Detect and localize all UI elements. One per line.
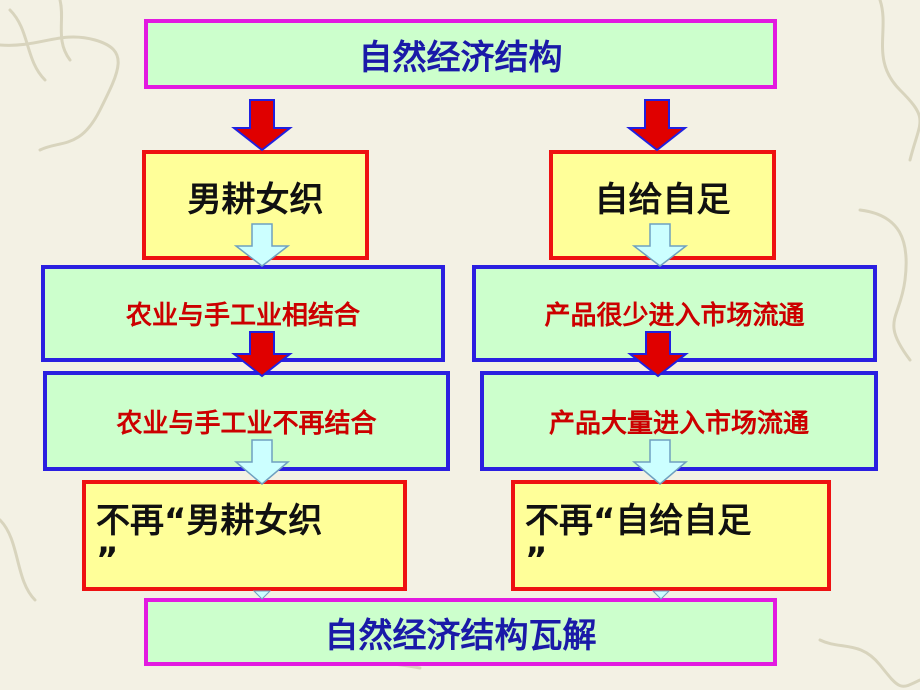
right-level1-label: 自给自足 xyxy=(594,180,731,220)
right-level4-box: 不再“自给自足 ” xyxy=(511,480,831,591)
right-level2-label: 产品很少进入市场流通 xyxy=(544,301,805,331)
left-level4-box: 不再“男耕女织 ” xyxy=(82,480,407,591)
bottom-box-label: 自然经济结构瓦解 xyxy=(324,615,597,656)
top-box: 自然经济结构 xyxy=(144,19,777,89)
left-level1-label: 男耕女织 xyxy=(187,180,324,220)
right-level1-box: 自给自足 xyxy=(549,150,776,260)
right-level4-line1: 不再“自给自足 xyxy=(525,501,752,541)
left-level4-line2: ” xyxy=(96,540,119,580)
left-level2-label: 农业与手工业相结合 xyxy=(125,301,360,331)
left-level2-box: 农业与手工业相结合 xyxy=(41,265,445,362)
bottom-box: 自然经济结构瓦解 xyxy=(144,598,777,666)
right-level3-box: 产品大量进入市场流通 xyxy=(480,371,878,471)
right-level3-label: 产品大量进入市场流通 xyxy=(548,408,809,439)
left-level3-label: 农业与手工业不再结合 xyxy=(116,408,377,439)
top-box-label: 自然经济结构 xyxy=(358,37,563,78)
left-level4-line1: 不再“男耕女织 xyxy=(96,501,323,541)
left-level1-box: 男耕女织 xyxy=(142,150,369,260)
right-level4-line2: ” xyxy=(525,540,548,580)
left-level3-box: 农业与手工业不再结合 xyxy=(43,371,450,471)
right-level2-box: 产品很少进入市场流通 xyxy=(472,265,877,362)
